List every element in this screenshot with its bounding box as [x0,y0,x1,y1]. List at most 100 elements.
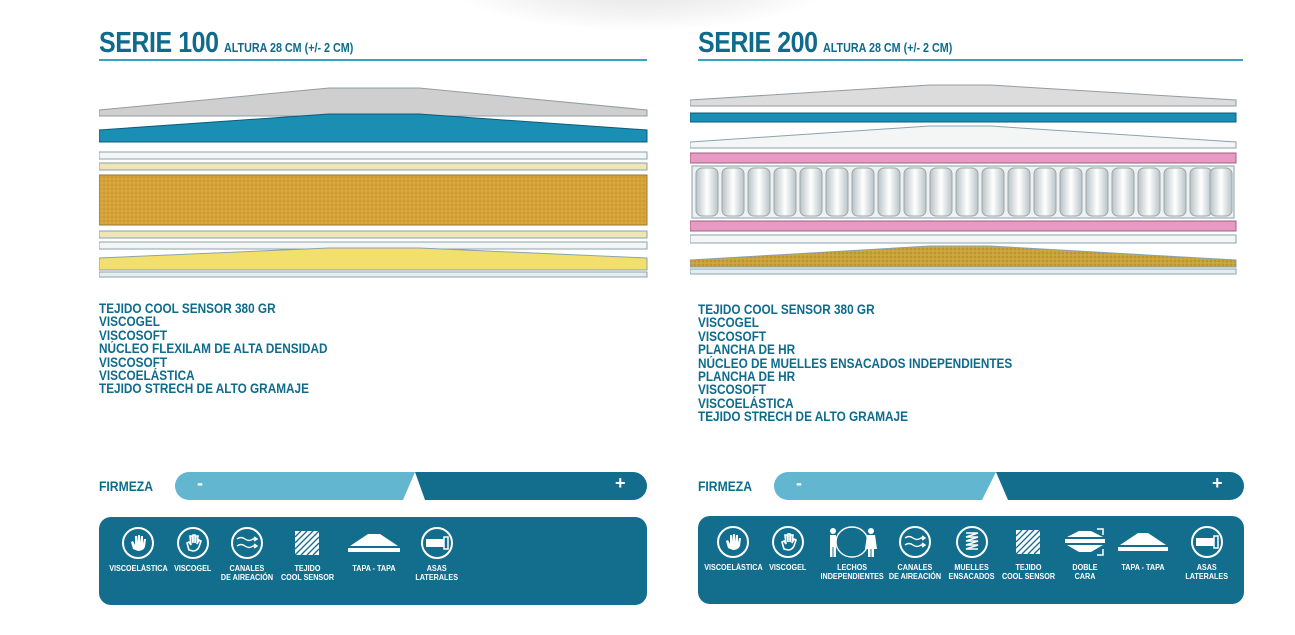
firmness-minus: - [197,473,203,493]
layer-strech-base [690,268,1237,275]
series-title: SERIE 100 [99,27,219,59]
layer-item: NÚCLEO FLEXILAM DE ALTA DENSIDAD [99,341,328,357]
layer-item: VISCOELÁSTICA [99,368,195,384]
mattress-cover-icon [346,527,402,559]
layer-item: TEJIDO COOL SENSOR 380 GR [698,302,875,317]
layer-cool-sensor [99,87,648,117]
layer-item: VISCOGEL [99,314,160,330]
feature-label: VISCOGEL [174,564,212,573]
serie-100-panel: SERIE 100 ALTURA 28 CM (+/- 2 CM) TEJIDO… [99,0,659,635]
layer-cream-top [99,162,648,171]
feature-viscoelastica: VISCOELÁSTICA [107,527,169,574]
layer-list: TEJIDO COOL SENSOR 380 GR VISCOGEL VISCO… [698,303,1055,424]
layer-viscoelastica [99,247,648,271]
side-handle-icon [1191,526,1223,558]
mattress-layers-diagram [690,84,1237,275]
layer-list: TEJIDO COOL SENSOR 380 GR VISCOGEL VISCO… [99,302,359,396]
feature-label: VISCOGEL [769,563,807,572]
firmness-label: FIRMEZA [698,479,752,494]
fabric-texture-icon [291,527,323,559]
firmness-bar-graphic [774,472,1244,500]
layer-item: VISCOSOFT [99,327,168,343]
feature-tejido: TEJIDO COOL SENSOR [277,527,337,582]
feature-lechos: LECHOS INDEPENDIENTES [810,526,894,581]
features-box: VISCOELÁSTICA VISCOGEL LECHOS INDEPENDIE… [698,516,1244,604]
feature-label: MUELLES ENSACADOS [948,563,996,581]
feature-label: DOBLE CARA [1072,563,1098,581]
feature-viscoelastica: VISCOELÁSTICA [702,526,764,573]
series-title: SERIE 200 [698,27,818,59]
layer-viscosoft-top [99,151,648,160]
hand-print-icon [177,527,209,559]
layer-cream-bottom [99,230,648,239]
feature-tapa: TAPA - TAPA [1112,526,1174,573]
feature-label: TAPA - TAPA [352,564,396,573]
airflow-arrows-icon [899,526,931,558]
height-spec: ALTURA 28 CM (+/- 2 CM) [223,41,354,55]
firmness-minus: - [796,473,802,493]
feature-label: VISCOELÁSTICA [108,564,168,573]
firmness-scale: - + [774,472,1244,500]
hand-icon [122,527,154,559]
feature-label: TAPA - TAPA [1121,563,1165,572]
side-handle-icon [421,527,453,559]
layer-item: VISCOGEL [698,315,759,331]
feature-label: CANALES DE AIREACIÓN [220,564,274,582]
firmness-scale: - + [175,472,647,500]
feature-viscogel: VISCOGEL [760,526,816,573]
firmness-label: FIRMEZA [99,479,153,494]
layer-viscoelastica [690,245,1237,268]
hand-print-icon [772,526,804,558]
spring-icon [956,526,988,558]
feature-label: VISCOELÁSTICA [703,563,763,572]
airflow-arrows-icon [231,527,263,559]
feature-viscogel: VISCOGEL [165,527,221,574]
layer-item: VISCOELÁSTICA [698,395,794,411]
layer-strech-base [99,271,648,278]
feature-label: ASAS LATERALES [415,564,459,582]
layer-hr-bottom [690,220,1237,232]
layer-item: VISCOSOFT [698,328,767,344]
feature-asas: ASAS LATERALES [1176,526,1238,581]
feature-label: TEJIDO COOL SENSOR [280,564,334,582]
firmness-plus: + [1212,473,1223,493]
layer-item: PLANCHA DE HR [698,369,796,385]
layer-viscosoft-bottom [690,234,1237,244]
feature-tejido: TEJIDO COOL SENSOR [998,526,1058,581]
layer-viscosoft-top [690,125,1237,149]
mattress-layers-diagram [99,87,648,278]
feature-canales: CANALES DE AIREACIÓN [884,526,946,581]
double-sided-icon [1063,526,1107,558]
spring-columns [695,167,1233,217]
layer-item: TEJIDO STRECH DE ALTO GRAMAJE [99,381,309,397]
people-icon [823,526,881,558]
features-box: VISCOELÁSTICA VISCOGEL CANALES DE AIREAC… [99,517,647,605]
layer-item: NÚCLEO DE MUELLES ENSACADOS INDEPENDIENT… [698,355,1013,371]
layer-item: VISCOSOFT [698,382,767,398]
feature-asas: ASAS LATERALES [405,527,469,582]
panel-header: SERIE 100 ALTURA 28 CM (+/- 2 CM) [99,27,374,60]
feature-muelles: MUELLES ENSACADOS [942,526,1002,581]
layer-item: TEJIDO STRECH DE ALTO GRAMAJE [698,409,908,425]
feature-canales: CANALES DE AIREACIÓN [215,527,279,582]
firmness-bar-graphic [175,472,647,500]
feature-label: CANALES DE AIREACIÓN [888,563,942,581]
header-divider [698,59,1243,61]
feature-tapa: TAPA - TAPA [339,527,409,574]
firmness-plus: + [615,473,626,493]
feature-label: ASAS LATERALES [1185,563,1229,581]
layer-viscosoft-bottom [99,241,648,250]
layer-hr-top [690,152,1237,164]
serie-200-panel: SERIE 200 ALTURA 28 CM (+/- 2 CM) [690,0,1258,635]
layer-core-flexilam [99,174,648,226]
layer-item: PLANCHA DE HR [698,342,796,358]
mattress-cover-icon [1116,526,1170,558]
hand-icon [717,526,749,558]
fabric-texture-icon [1012,526,1044,558]
feature-label: LECHOS INDEPENDIENTES [820,563,884,581]
panel-header: SERIE 200 ALTURA 28 CM (+/- 2 CM) [698,27,973,60]
layer-item: TEJIDO COOL SENSOR 380 GR [99,301,276,316]
layer-viscogel [690,112,1237,123]
feature-doble-cara: DOBLE CARA [1058,526,1112,581]
header-divider [99,59,647,61]
